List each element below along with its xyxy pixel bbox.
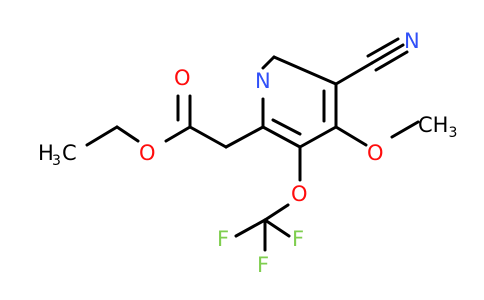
bond-ring-bottom [261,125,302,149]
nitrile-n-label: N [404,29,420,53]
methoxy-o-label: O [367,141,384,165]
bond-ring-ch2 [224,125,265,149]
bond-ethyl-methyl [85,125,119,147]
carbonyl-o-label: O [174,66,191,90]
fluorine-right-label: F [292,227,304,251]
bond-ester-ethyl [115,125,140,143]
ocf3-o-label: O [291,182,308,206]
bond-methoxy-ring-o [334,125,368,147]
methyl-label-main: CH [418,113,448,137]
bond-ring-bottom-inner [271,118,302,136]
ethyl-label-h: H [38,141,54,165]
ring-n-label: N [255,69,271,93]
bond-methoxy-o-c [390,120,420,139]
ethyl-label-sub: 3 [52,153,61,169]
bond-ocf3-o-c [263,203,290,222]
methyl-label-sub: 3 [448,125,457,141]
bond-nitrile-triple-1 [370,43,405,65]
bond-nitrile-triple-2 [366,37,400,58]
bond-ring-left-top [261,55,276,70]
methyl-label: CH3 [418,113,457,141]
atom-label-layer: N N O O O O CH3 H 3 C F F F [38,29,457,277]
ethyl-label-c: C [62,141,77,165]
bond-ring-top [272,55,338,86]
fluorine-bottom-label: F [257,253,269,277]
ester-o-label: O [139,141,156,165]
bond-ring-lower-right [298,125,338,149]
bond-ch2-carbonyl [188,125,228,149]
bond-cf3-left [234,218,267,238]
bond-nitrile-triple-3 [374,50,409,72]
bond-carbonyl-ester [164,125,192,143]
bond-nitrile-attach [334,61,374,86]
bond-cf3-right [263,218,291,238]
bond-layer [85,37,420,252]
fluorine-left-label: F [217,227,229,251]
